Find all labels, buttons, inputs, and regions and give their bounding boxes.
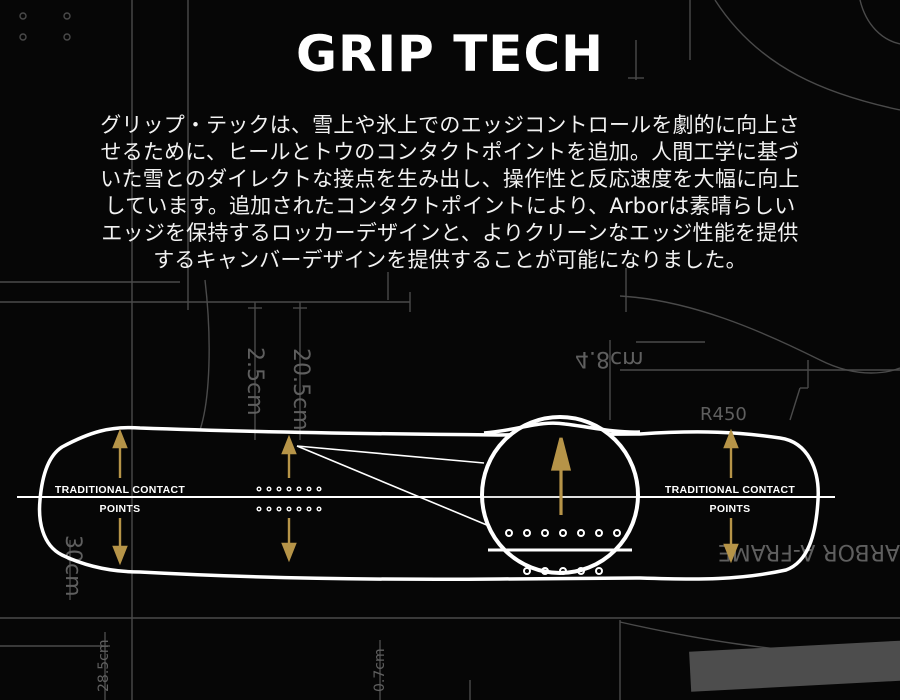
right-contact-label-line1: TRADITIONAL CONTACT bbox=[665, 484, 795, 496]
grip-dots-zoom bbox=[505, 529, 621, 575]
dim-20-5-label: 20.5cm bbox=[288, 348, 313, 431]
zoom-line-top bbox=[296, 445, 485, 464]
zoom-edge bbox=[483, 421, 641, 435]
zoom-arrow bbox=[550, 437, 572, 515]
grip-dots-center bbox=[256, 486, 322, 512]
dim-r450-label: R450 bbox=[700, 404, 747, 425]
right-contact-label-line2: POINTS bbox=[710, 503, 751, 515]
left-arrows bbox=[112, 428, 128, 566]
dim-30-label: 30cm bbox=[60, 535, 85, 597]
dim-0-7-label: 0.7cm bbox=[372, 648, 388, 692]
description-line: いた雪とのダイレクトな接点を生み出し、操作性と反応速度を大幅に向上 bbox=[100, 167, 800, 191]
left-contact-label-line2: POINTS bbox=[100, 503, 141, 515]
dim-4-8-label: 4.8cm bbox=[575, 346, 644, 371]
right-arrows bbox=[723, 428, 739, 564]
center-arrows bbox=[281, 434, 297, 563]
zoom-line-bottom bbox=[296, 445, 495, 529]
board-outline bbox=[37, 425, 820, 581]
left-contact-label-line1: TRADITIONAL CONTACT bbox=[55, 484, 185, 496]
description-line: せるために、ヒールとトウのコンタクトポイントを追加。人間工学に基づ bbox=[100, 140, 800, 164]
blueprint-bar bbox=[689, 639, 900, 692]
blueprint-dots bbox=[19, 12, 71, 41]
page-title: GRIP TECH bbox=[296, 25, 604, 83]
description-line: エッジを保持するロッカーデザインと、よりクリーンなエッジ性能を提供 bbox=[101, 221, 799, 245]
dim-2-5-label: 2.5cm bbox=[242, 347, 267, 416]
snowboard: TRADITIONAL CONTACT POINTS TRADITIONAL C… bbox=[17, 415, 835, 581]
dim-28-5-label: 28.5cm bbox=[96, 639, 112, 692]
description-text: グリップ・テックは、雪上や氷上でのエッジコントロールを劇的に向上さ せるために、… bbox=[28, 112, 872, 274]
description-line: するキャンバーデザインを提供することが可能になりました。 bbox=[153, 248, 747, 272]
description-line: しています。追加されたコンタクトポイントにより、Arborは素晴らしい bbox=[104, 194, 796, 218]
description-line: グリップ・テックは、雪上や氷上でのエッジコントロールを劇的に向上さ bbox=[100, 113, 800, 137]
